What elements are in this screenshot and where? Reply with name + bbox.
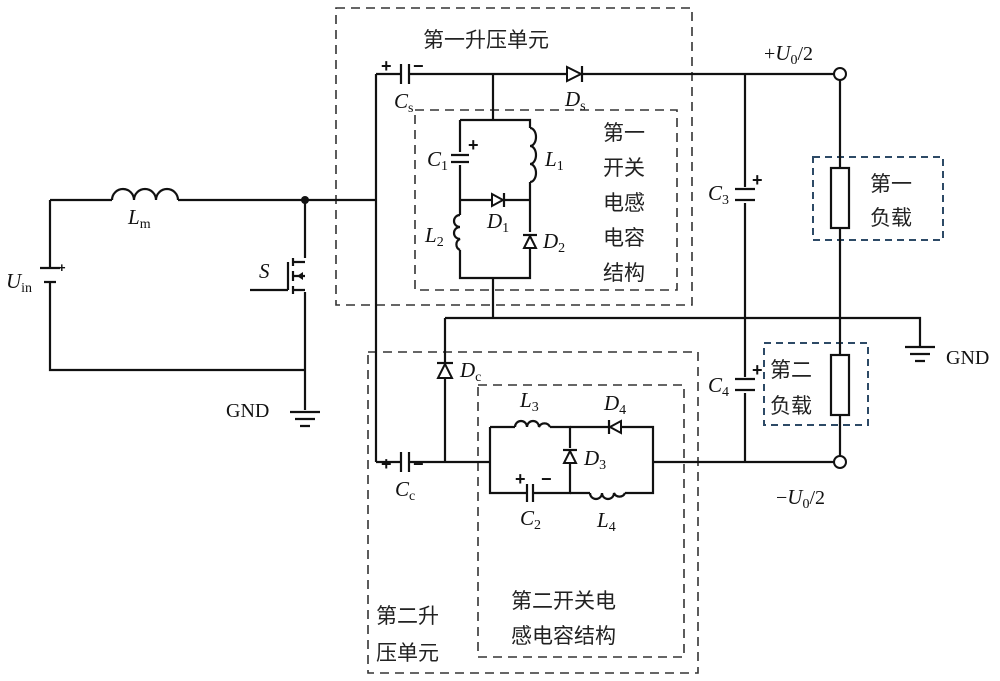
capacitor-c4 xyxy=(735,379,755,390)
ground-icon xyxy=(905,345,935,361)
sw1-label: 电容 xyxy=(603,226,645,250)
sw1-label: 结构 xyxy=(603,261,645,285)
ground-icon xyxy=(290,412,320,426)
switched-lc-2-box xyxy=(478,385,684,657)
load-2-resistor xyxy=(831,355,849,415)
sw1-label: 第一 xyxy=(603,121,645,145)
label-c1: C1 xyxy=(427,147,448,174)
diode-ds xyxy=(567,66,582,82)
diode-d2 xyxy=(523,235,537,248)
capacitor-cc xyxy=(401,452,409,472)
label-d1: D1 xyxy=(486,209,509,236)
label-d3: D3 xyxy=(583,446,606,473)
label-negative-output: −U0/2 xyxy=(776,485,825,512)
label-l2: L2 xyxy=(424,223,444,250)
plus-sign: + xyxy=(468,135,479,155)
label-d4: D4 xyxy=(603,391,626,418)
label-c3: C3 xyxy=(708,181,729,208)
label-s: S xyxy=(259,259,270,283)
diode-dc xyxy=(437,363,453,378)
label-ds: Ds xyxy=(564,87,586,114)
load1-label: 负载 xyxy=(870,206,912,230)
label-dc: Dc xyxy=(459,358,481,385)
capacitor-c1 xyxy=(451,155,469,162)
sw1-label: 开关 xyxy=(603,156,645,180)
sw2-label: 第二开关电 xyxy=(511,589,616,613)
load1-label: 第一 xyxy=(870,172,912,196)
plus-sign: + xyxy=(58,260,66,275)
wires xyxy=(50,74,920,493)
label-positive-output: +U0/2 xyxy=(764,41,813,68)
minus-sign: − xyxy=(541,469,552,489)
sw1-label: 电感 xyxy=(603,191,645,215)
label-d2: D2 xyxy=(542,229,565,256)
plus-sign: + xyxy=(381,56,392,76)
diode-d4 xyxy=(609,420,621,434)
gnd-label-left: GND xyxy=(226,400,269,422)
plus-sign: + xyxy=(515,469,526,489)
label-cs: Cs xyxy=(394,89,413,116)
inductor-lm xyxy=(112,189,178,200)
inductor-l3 xyxy=(515,421,550,427)
inductor-l2 xyxy=(454,215,460,250)
unit2-title: 压单元 xyxy=(376,641,439,665)
terminal-positive xyxy=(834,68,846,80)
plus-sign: + xyxy=(752,170,763,190)
load2-label: 第二 xyxy=(770,358,812,382)
plus-sign: + xyxy=(381,454,392,474)
sw2-label: 感电容结构 xyxy=(511,624,616,648)
label-l4: L4 xyxy=(596,508,616,535)
inductor-l4 xyxy=(590,493,625,499)
capacitor-c3 xyxy=(735,189,755,200)
inductor-l1 xyxy=(530,128,536,182)
label-c2: C2 xyxy=(520,506,541,533)
junction-dot xyxy=(301,196,309,204)
label-l1: L1 xyxy=(544,147,564,174)
load-1-resistor xyxy=(831,168,849,228)
unit1-title: 第一升压单元 xyxy=(423,28,549,52)
label-l3: L3 xyxy=(519,388,539,415)
label-lm: Lm xyxy=(127,205,151,232)
diode-d3 xyxy=(563,450,577,463)
capacitor-c2 xyxy=(527,484,533,502)
source-uin xyxy=(40,268,60,282)
diode-d1 xyxy=(492,193,504,207)
label-c4: C4 xyxy=(708,373,729,400)
unit2-title: 第二升 xyxy=(376,604,439,628)
terminal-negative xyxy=(834,456,846,468)
capacitor-cs xyxy=(401,64,409,84)
plus-sign: + xyxy=(752,360,763,380)
label-uin: Uin xyxy=(6,269,32,296)
gnd-label-right: GND xyxy=(946,347,989,369)
label-cc: Cc xyxy=(395,477,415,504)
load2-label: 负载 xyxy=(770,394,812,418)
minus-sign: − xyxy=(413,454,424,474)
minus-sign: − xyxy=(413,56,424,76)
